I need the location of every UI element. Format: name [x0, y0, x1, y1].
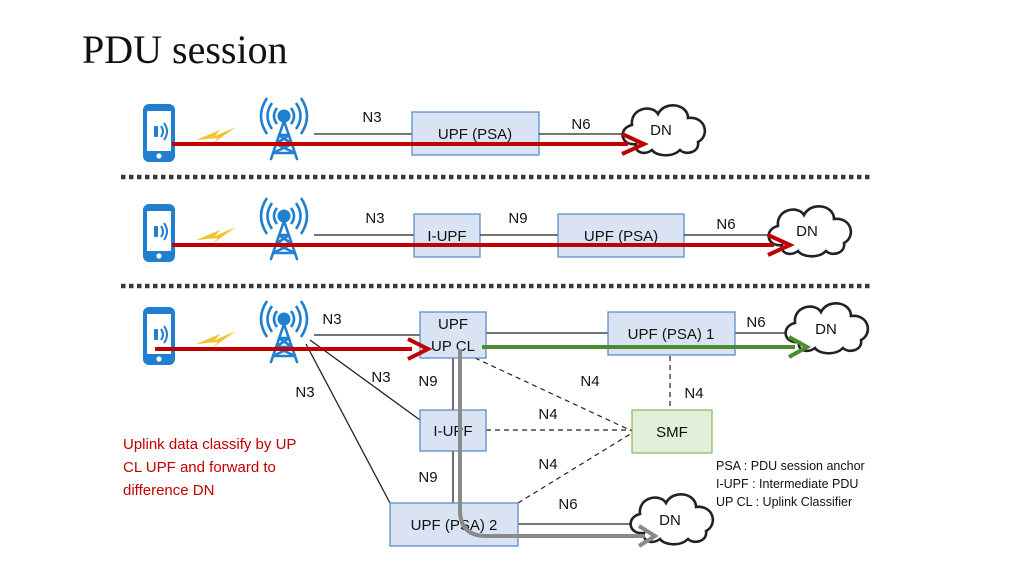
n4-psa1-label: N4	[684, 385, 703, 402]
dn-label: DN	[650, 122, 672, 139]
page-title: PDU session	[82, 27, 288, 72]
n4-link-psa2	[517, 432, 633, 504]
uplink-arrow-gray	[458, 349, 645, 538]
note-line-2: CL UPF and forward to	[123, 459, 276, 476]
n6-top-label: N6	[746, 314, 765, 331]
i-upf-label: I-UPF	[427, 228, 466, 245]
abbreviation-legend: PSA : PDU session anchor I-UPF : Interme…	[716, 459, 865, 509]
i-upf-box	[413, 213, 481, 258]
phone-icon	[142, 306, 176, 366]
uplink-arrowhead	[767, 233, 795, 257]
scenario-1: UPF (PSA) DN N3 N6	[142, 96, 707, 163]
phone-icon	[142, 203, 176, 263]
n4-ulcl-label: N4	[580, 373, 599, 390]
legend-line-2: I-UPF : Intermediate PDU	[716, 477, 858, 491]
cell-tower-icon	[259, 196, 309, 261]
n6-low-label: N6	[558, 496, 577, 513]
upf-psa-label: UPF (PSA)	[584, 228, 658, 245]
n9-label: N9	[508, 210, 527, 227]
n3-label: N3	[362, 109, 381, 126]
note-line-1: Uplink data classify by UP	[123, 436, 296, 453]
dn-top-label: DN	[815, 321, 837, 338]
n4-link-ulcl	[474, 357, 633, 432]
uplink-arrowhead-green	[788, 335, 812, 359]
legend-line-1: PSA : PDU session anchor	[716, 459, 865, 473]
upf-psa2-box	[389, 502, 519, 547]
n3-link-left	[305, 343, 391, 504]
phone-icon	[142, 103, 176, 163]
upf-ul-cl-label-line1: UPF	[438, 316, 468, 333]
n9-low-label: N9	[418, 469, 437, 486]
scenario-2: I-UPF UPF (PSA) DN N3 N9 N6	[142, 196, 853, 263]
upf-ul-cl-label-line2: UP CL	[431, 338, 475, 355]
upf-psa2-label: UPF (PSA) 2	[411, 517, 498, 534]
upf-psa-label: UPF (PSA)	[438, 126, 512, 143]
upf-ul-cl-box	[419, 311, 487, 359]
upf-psa1-label: UPF (PSA) 1	[628, 326, 715, 343]
note-line-3: difference DN	[123, 482, 214, 499]
smf-label: SMF	[656, 424, 688, 441]
n6-label: N6	[716, 216, 735, 233]
cell-tower-icon	[259, 299, 309, 364]
n4-psa2-label: N4	[538, 456, 557, 473]
dn-low-label: DN	[659, 512, 681, 529]
n3-mid-label: N3	[371, 369, 390, 386]
n4-iupf-label: N4	[538, 406, 557, 423]
uplink-arrowhead	[621, 132, 649, 156]
n3-top-label: N3	[322, 311, 341, 328]
uplink-arrowhead-gray	[637, 524, 659, 548]
lightning-icon	[196, 127, 236, 144]
uplink-arrowhead-red	[407, 337, 433, 361]
n6-label: N6	[571, 116, 590, 133]
lightning-icon	[196, 331, 236, 348]
scenario-3: UPF UP CL UPF (PSA) 1 I-UPF SMF UPF (PSA…	[142, 299, 870, 548]
legend-line-3: UP CL : Uplink Classifier	[716, 495, 852, 509]
smf-box	[631, 409, 713, 454]
cell-tower-icon	[259, 96, 309, 161]
n3-label: N3	[365, 210, 384, 227]
i-upf-box	[419, 409, 487, 452]
n3-left-label: N3	[295, 384, 314, 401]
uplink-note: Uplink data classify by UP CL UPF and fo…	[123, 436, 296, 499]
upf-psa-box	[411, 111, 540, 156]
n3-link-mid	[309, 339, 421, 421]
lightning-icon	[196, 227, 236, 244]
i-upf-label: I-UPF	[433, 423, 472, 440]
dn-label: DN	[796, 223, 818, 240]
n9-mid-label: N9	[418, 373, 437, 390]
